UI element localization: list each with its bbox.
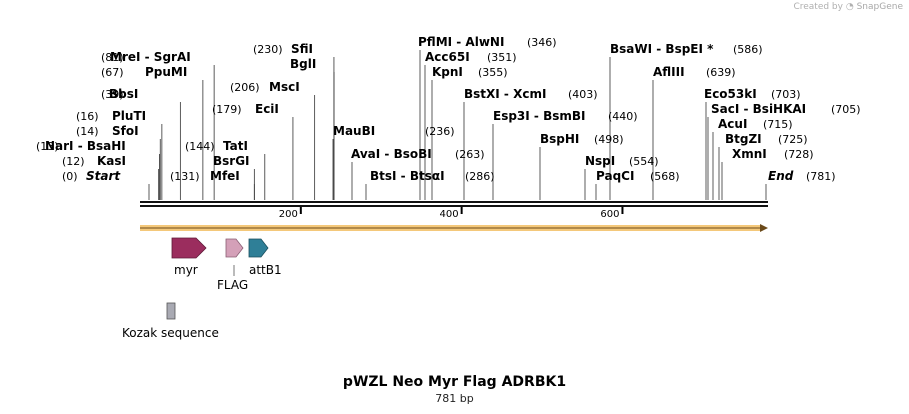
feature-label-flag: FLAG [217,278,248,292]
site-position: (639) [706,66,736,79]
feature-kozak[interactable]: Kozak sequence [122,302,219,340]
site-position: (13) [36,140,59,153]
site-name[interactable]: PpuMI [145,65,187,79]
ruler: 200 400 600 [279,207,624,220]
site-position: (263) [455,148,485,161]
site-name[interactable]: Esp3I - BsmBI [493,109,585,123]
site-position: (179) [212,103,242,116]
site-name[interactable]: BspHI [540,132,579,146]
site-name[interactable]: MscI [269,80,300,94]
site-name[interactable]: Acc65I [425,50,470,64]
site-position: (12) [62,155,85,168]
site-name[interactable]: PluTI [112,109,146,123]
site-position: (715) [763,118,793,131]
site-name[interactable]: Eco53kI [704,87,757,101]
site-position: (703) [771,88,801,101]
snapgene-logo-icon: ◔ [845,2,854,12]
site-position: (0) [62,170,78,183]
site-position: (131) [170,170,200,183]
site-position: (39) [101,88,124,101]
feature-label-attb1: attB1 [249,263,282,277]
site-name[interactable]: SacI - BsiHKAI [711,102,806,116]
site-position: (403) [568,88,598,101]
site-position: (728) [784,148,814,161]
site-name[interactable]: AvaI - BsoBI [351,147,432,161]
site-position: (67) [101,66,124,79]
site-name[interactable]: KpnI [432,65,463,79]
site-name[interactable]: BglI [290,57,316,71]
site-position: (554) [629,155,659,168]
site-name[interactable]: XmnI [732,147,767,161]
orf-arrow [140,224,768,232]
site-name[interactable]: PaqCI [596,169,634,183]
feature-label-kozak: Kozak sequence [122,326,219,340]
page-title: pWZL Neo Myr Flag ADRBK1 [342,374,567,390]
backbone-bottom-strand [140,205,768,207]
ruler-tick-label: 400 [440,209,459,220]
site-name[interactable]: NarI - BsaHI [45,139,126,153]
site-position: (346) [527,36,557,49]
site-name[interactable]: SfiI [291,42,313,56]
feature-label-myr: myr [174,263,198,277]
site-name[interactable]: SfoI [112,124,139,138]
backbone-top-strand [140,201,768,203]
site-position: (286) [465,170,495,183]
site-name[interactable]: BsaWI - BspEI * [610,42,714,56]
attb1-arrow-icon[interactable] [248,238,269,258]
site-position: (498) [594,133,624,146]
site-name[interactable]: AcuI [718,117,747,131]
orf-arrowhead-icon [760,224,768,232]
feature-flag[interactable]: FLAG [217,238,248,292]
site-leader-lines [148,50,767,200]
site-name[interactable]: MfeI [210,169,240,183]
site-name[interactable]: MreI - SgrAI [110,50,191,64]
site-position: (586) [733,43,763,56]
site-position: (705) [831,103,861,116]
site-name[interactable]: BstXI - XcmI [464,87,546,101]
site-name[interactable]: AflIII [653,65,685,79]
credit-brand: SnapGene [856,2,903,12]
dna-backbone [140,201,768,207]
site-name[interactable]: BtgZI [725,132,762,146]
ruler-tick-label: 200 [279,209,298,220]
feature-attb1[interactable]: attB1 [248,238,282,277]
site-name[interactable]: EciI [255,102,279,116]
ruler-tick-label: 600 [600,209,619,220]
site-name[interactable]: Start [86,169,121,183]
site-name[interactable]: KasI [97,154,126,168]
site-position: (781) [806,170,836,183]
flag-arrow-icon[interactable] [225,238,244,258]
site-position: (568) [650,170,680,183]
site-name[interactable]: MauBI [333,124,375,138]
credit-prefix: Created by [793,2,843,12]
feature-myr[interactable]: myr [171,237,207,277]
site-position: (144) [185,140,215,153]
site-position: (355) [478,66,508,79]
site-labels: (0) Start(12) KasI (13)NarI - BsaHI(14) SfoI… [36,35,861,183]
sequence-length: 781 bp [435,392,474,405]
site-name[interactable]: NspI [585,154,615,168]
site-position: (14) [76,125,99,138]
site-position: (206) [230,81,260,94]
site-name[interactable]: BbsI [109,87,138,101]
site-name[interactable]: End [768,169,794,183]
kozak-box-icon[interactable] [166,302,176,320]
site-position: (351) [487,51,517,64]
snapgene-credit: Created by ◔ SnapGene [793,2,903,12]
site-name[interactable]: BtsI - BtsαI [370,169,445,183]
site-name[interactable]: PflMI - AlwNI [418,35,504,49]
site-position: (16) [76,110,99,123]
site-position: (81) [101,51,124,64]
site-position: (440) [608,110,638,123]
site-position: (725) [778,133,808,146]
site-name[interactable]: TatI [223,139,248,153]
site-name[interactable]: BsrGI [213,154,250,168]
myr-arrow-icon[interactable] [171,237,207,259]
site-position: (230) [253,43,283,56]
site-position: (236) [425,125,455,138]
